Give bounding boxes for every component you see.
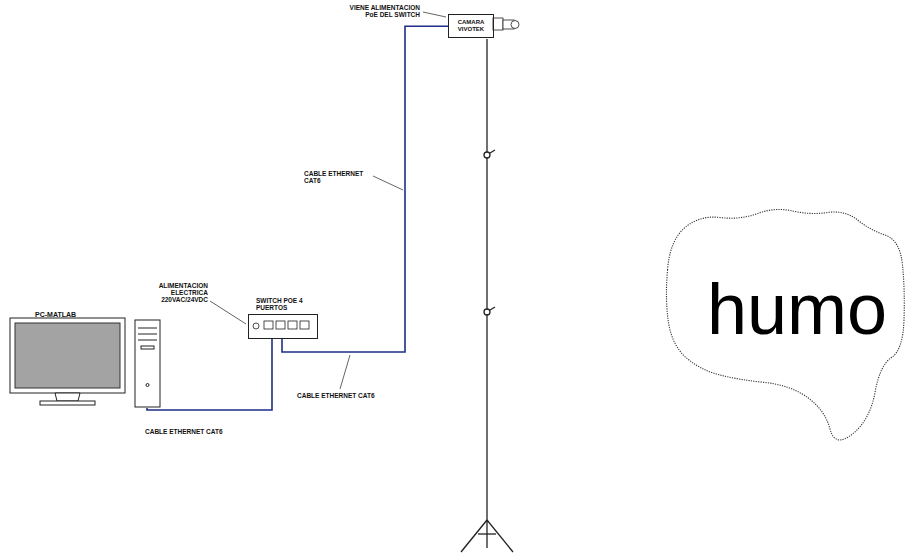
drive-slot: [138, 334, 157, 335]
ethernet-cable: [282, 26, 448, 352]
ethernet-port: [264, 321, 273, 329]
lens-glass: [511, 21, 519, 29]
lens-mount: [493, 18, 503, 30]
smoke-cloud: humo: [662, 205, 908, 450]
camera-box: CAMARA VIVOTEK: [448, 14, 494, 38]
monitor-screen: [15, 323, 120, 388]
cable-label: CABLE ETHERNET CAT6: [145, 428, 223, 435]
switch-illustration: [253, 321, 309, 329]
leader-line: [423, 12, 446, 17]
cable-label: CABLE ETHERNET CAT6: [304, 170, 374, 184]
power-note: ALIMENTACION ELECTRICA 220VAC/24VDC: [150, 282, 208, 303]
cloud-outline: [666, 209, 904, 439]
monitor-frame: [10, 318, 125, 393]
drive-bay: [141, 346, 154, 349]
smoke-label: humo: [707, 273, 887, 345]
pc-node: PC-MATLAB: [8, 303, 163, 408]
switch-label: SWITCH POE 4 PUERTOS: [256, 297, 312, 311]
pole-clamp: [484, 152, 490, 158]
leader-line: [210, 301, 246, 324]
tripod-pole: [486, 39, 487, 522]
tripod-leg: [461, 520, 487, 552]
pc-label: PC-MATLAB: [35, 311, 76, 319]
tripod: [461, 39, 513, 552]
power-button: [146, 384, 149, 387]
monitor-stand: [55, 393, 80, 401]
tripod-brace: [478, 533, 496, 534]
drive-slot: [138, 328, 157, 329]
leader-lines: [210, 12, 446, 389]
pc-illustration: [10, 318, 160, 407]
switch-box: SWITCH POE 4 PUERTOS: [248, 314, 318, 339]
cable-label: CABLE ETHERNET CAT6: [297, 392, 375, 399]
camera-lens: [493, 18, 519, 30]
ethernet-port: [300, 321, 309, 329]
power-note: VIENE ALIMENTACION PoE DEL SWITCH: [338, 4, 420, 18]
tripod-leg: [487, 520, 513, 552]
drive-slot: [138, 340, 157, 341]
power-led: [253, 323, 259, 329]
monitor-base: [40, 401, 95, 405]
pc-tower: [135, 320, 160, 407]
ethernet-port: [288, 321, 297, 329]
leader-line: [340, 355, 350, 389]
pole-clamp: [484, 309, 490, 315]
ethernet-cable: [147, 339, 272, 410]
clamp-knob: [490, 307, 495, 310]
ethernet-port: [276, 321, 285, 329]
leader-line: [373, 176, 403, 190]
camera-label: CAMARA VIVOTEK: [452, 19, 490, 33]
clamp-knob: [490, 150, 495, 153]
